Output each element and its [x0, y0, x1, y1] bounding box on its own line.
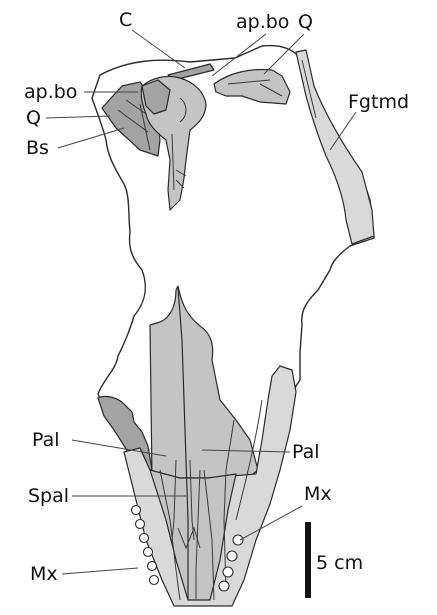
tooth-left-5 — [148, 562, 157, 571]
tooth-left-1 — [132, 506, 141, 515]
label-pal-right: Pal — [292, 441, 320, 463]
label-pal-left: Pal — [32, 429, 60, 451]
tooth-left-3 — [140, 534, 149, 543]
label-fgtmd: Fgtmd — [348, 91, 409, 113]
tooth-right-3 — [223, 567, 233, 577]
tooth-left-2 — [136, 520, 145, 529]
tooth-left-6 — [150, 576, 159, 585]
label-mx-right: Mx — [304, 483, 332, 505]
tooth-right-4 — [219, 581, 229, 591]
scale-bar — [305, 522, 311, 598]
label-q-left: Q — [26, 107, 41, 129]
leader-mx-left — [62, 568, 138, 574]
label-ap-bo-left: ap.bo — [24, 81, 77, 103]
tooth-left-4 — [144, 548, 153, 557]
tooth-right-2 — [227, 551, 237, 561]
label-bs: Bs — [26, 137, 49, 159]
label-mx-left: Mx — [30, 563, 58, 585]
label-c: C — [119, 9, 132, 31]
scale-bar-label: 5 cm — [316, 552, 363, 574]
label-spal: Spal — [28, 485, 69, 507]
label-ap-bo-top: ap.bo — [236, 11, 289, 33]
tooth-right-1 — [233, 535, 243, 545]
label-q-top: Q — [298, 11, 313, 33]
